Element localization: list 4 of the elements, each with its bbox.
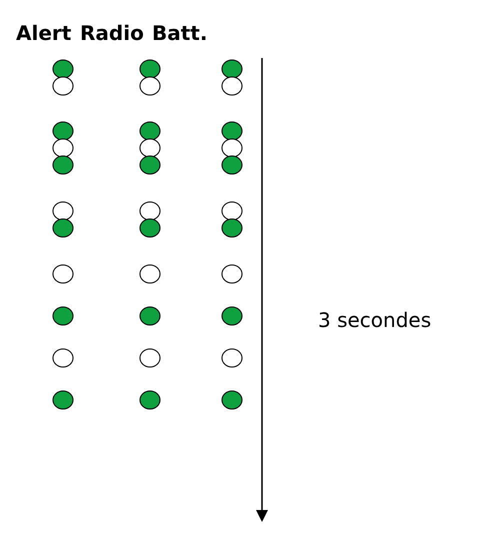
- column-heading: Alert: [16, 20, 72, 46]
- column-heading: Batt.: [152, 20, 208, 46]
- duration-label: 3 secondes: [318, 307, 432, 333]
- column-heading: Radio: [80, 20, 144, 46]
